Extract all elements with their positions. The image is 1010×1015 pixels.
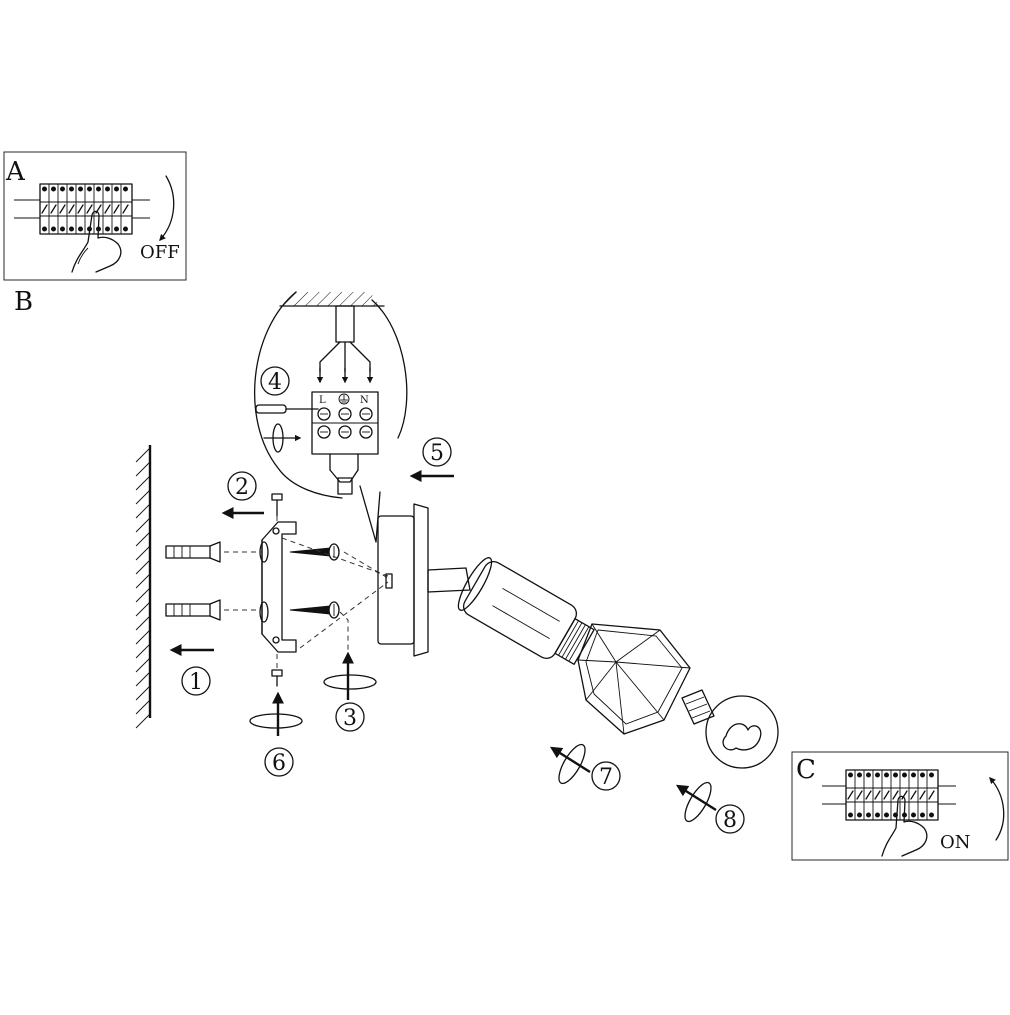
step-number-2: 2 bbox=[235, 475, 249, 500]
terminal-n-label: N bbox=[360, 395, 369, 406]
small-screw-top bbox=[271, 493, 283, 522]
earth-symbol-icon bbox=[338, 393, 350, 405]
rotation-arrow-icon bbox=[558, 743, 586, 785]
small-screw-bottom bbox=[271, 654, 283, 687]
step-number-8: 8 bbox=[723, 808, 737, 833]
circuit-breaker-icon bbox=[822, 769, 956, 821]
push-arrow-icon bbox=[675, 784, 717, 812]
cage-shade bbox=[577, 623, 691, 735]
wood-screw-upper bbox=[289, 543, 340, 561]
step-number-4: 4 bbox=[268, 370, 282, 395]
step-number-1: 1 bbox=[189, 670, 203, 695]
circuit-breaker-icon bbox=[14, 183, 150, 235]
step-3: 3 bbox=[323, 651, 377, 732]
step-4: 4 bbox=[260, 366, 290, 396]
screwdriver-icon bbox=[255, 404, 319, 414]
step-number-3: 3 bbox=[343, 706, 357, 731]
panel-c-breaker-on: C ON bbox=[791, 751, 1009, 861]
step-1: 1 bbox=[169, 644, 214, 696]
step-2: 2 bbox=[221, 471, 264, 519]
lamp-arm bbox=[427, 567, 471, 593]
panel-b-label: B bbox=[14, 287, 33, 317]
panel-a-breaker-off: A OFF bbox=[3, 151, 187, 281]
off-label: OFF bbox=[140, 242, 180, 263]
terminal-detail-callout: L N bbox=[254, 291, 408, 543]
step-6: 6 bbox=[249, 691, 303, 777]
lamp-socket bbox=[457, 557, 595, 665]
step-5: 5 bbox=[409, 437, 454, 482]
panel-c-label: C bbox=[796, 755, 816, 785]
lamp-base-canopy bbox=[377, 503, 429, 657]
panel-a-label: A bbox=[5, 157, 26, 187]
light-bulb-icon bbox=[681, 689, 779, 769]
step-number-5: 5 bbox=[430, 441, 444, 466]
terminal-block: L N bbox=[311, 391, 379, 495]
rotation-arrow-icon bbox=[249, 713, 303, 729]
wall-plug-upper bbox=[165, 541, 221, 563]
on-label: ON bbox=[940, 832, 971, 853]
rotation-arrow-icon bbox=[989, 777, 1005, 841]
step-number-6: 6 bbox=[272, 751, 286, 776]
step-number-7: 7 bbox=[599, 765, 613, 790]
wall-surface bbox=[135, 445, 152, 729]
step-8: 8 bbox=[675, 781, 745, 834]
rotation-arrow-icon bbox=[684, 781, 712, 823]
rotation-arrow-icon bbox=[323, 674, 377, 690]
rotation-arrow-icon bbox=[159, 175, 175, 241]
hand-pointer-icon bbox=[71, 210, 122, 273]
terminal-l-label: L bbox=[319, 395, 326, 406]
rotation-arrow-icon bbox=[263, 423, 302, 453]
wall-plug-lower bbox=[165, 599, 221, 621]
hand-pointer-icon bbox=[881, 795, 928, 857]
step-7: 7 bbox=[549, 743, 621, 791]
wood-screw-lower bbox=[289, 601, 340, 619]
push-arrow-icon bbox=[549, 746, 591, 774]
